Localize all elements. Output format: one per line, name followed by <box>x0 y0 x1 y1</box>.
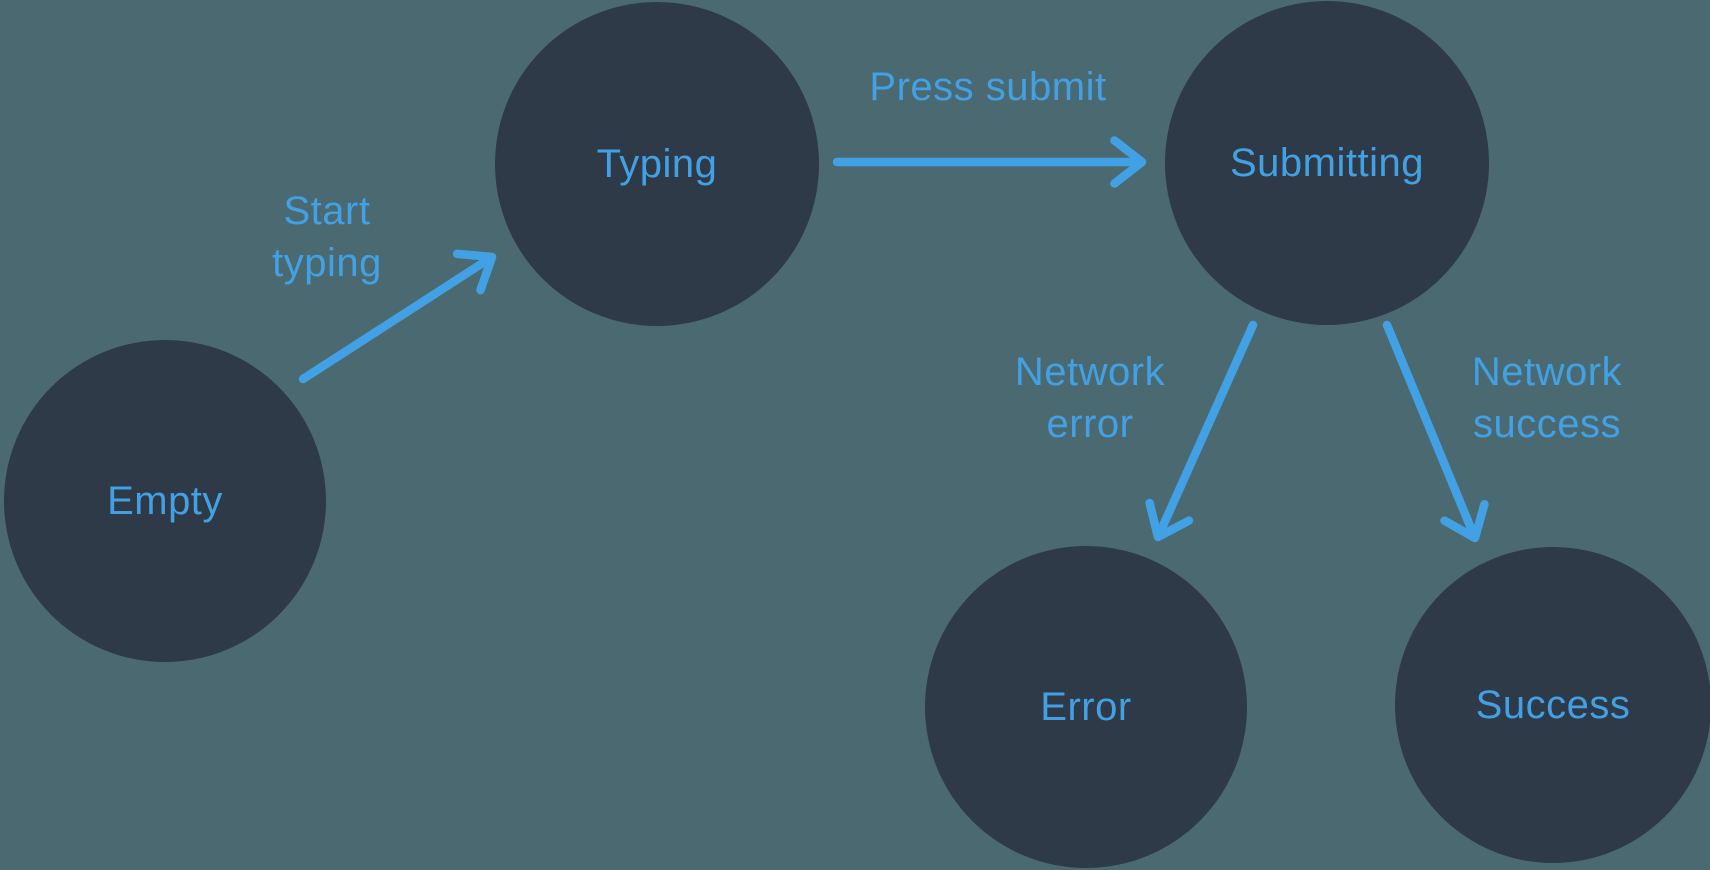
state-label-typing: Typing <box>596 141 718 186</box>
state-label-submitting: Submitting <box>1230 140 1424 185</box>
state-label-error: Error <box>1040 684 1132 729</box>
state-node-error: Error <box>925 546 1247 868</box>
transition-label-network-success: Network success <box>1472 346 1622 450</box>
transition-label-line: Start <box>283 189 371 233</box>
state-label-empty: Empty <box>107 478 223 523</box>
transition-label-line: error <box>1046 402 1134 446</box>
transition-arrow-press-submit <box>832 136 1147 188</box>
arrow-shaft <box>298 258 488 384</box>
state-node-typing: Typing <box>495 2 819 326</box>
transition-label-line: typing <box>272 241 382 285</box>
arrow-shaft <box>1382 320 1476 534</box>
transition-arrow-start-typing <box>298 249 497 384</box>
transition-label-line: success <box>1472 402 1621 446</box>
state-label-success: Success <box>1475 682 1631 727</box>
transition-label-start-typing: Start typing <box>272 185 382 289</box>
state-node-empty: Empty <box>4 340 326 662</box>
arrowhead-chevron-icon <box>1440 500 1489 543</box>
arrowhead-chevron-icon <box>1110 136 1147 188</box>
arrow-shaft <box>1157 320 1258 533</box>
state-node-success: Success <box>1395 547 1710 863</box>
transition-arrow-network-error <box>1145 320 1258 542</box>
transition-label-line: Network <box>1014 350 1166 394</box>
transition-label-line: Press submit <box>869 65 1107 109</box>
transition-arrow-network-success <box>1382 320 1489 543</box>
transition-label-line: Network <box>1471 350 1623 394</box>
arrowhead-chevron-icon <box>452 249 497 295</box>
arrowhead-chevron-icon <box>1145 498 1194 542</box>
transition-label-press-submit: Press submit <box>869 61 1106 113</box>
state-node-submitting: Submitting <box>1165 1 1489 325</box>
transition-label-network-error: Network error <box>1015 346 1165 450</box>
